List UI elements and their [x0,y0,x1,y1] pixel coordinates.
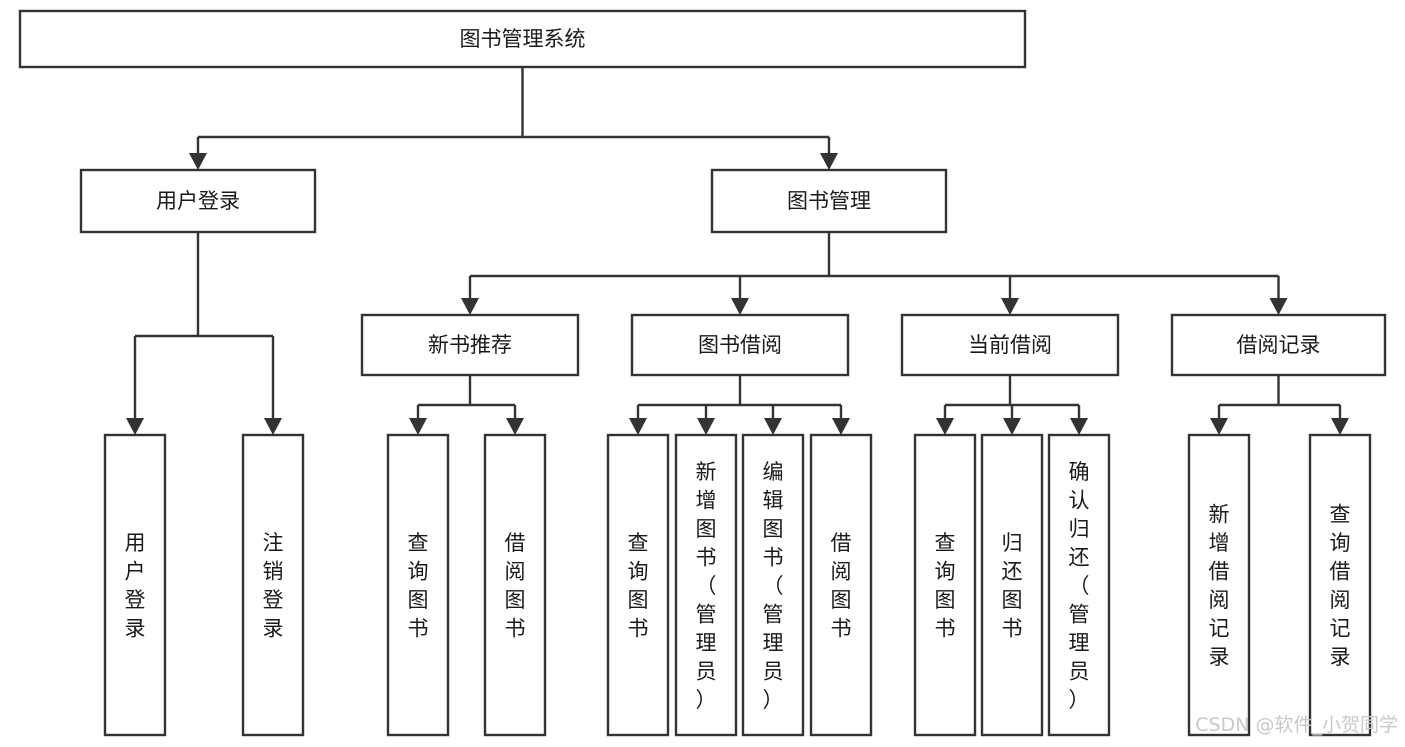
edge-group-borrow-record [1210,375,1349,435]
arrow-head-icon [731,298,749,315]
node-label-leaf-query-borrow-record: 查询借阅记录 [1330,503,1351,670]
node-box-root[interactable] [18,9,1027,69]
node-label-leaf-add-borrow-record: 新增借阅记录 [1209,503,1230,670]
node-leaf-return-book[interactable]: 归还图书 [980,433,1044,737]
arrow-head-icon [189,153,207,170]
node-box-leaf-query-book-borrow[interactable] [606,433,670,737]
arrow-head-icon [832,418,850,435]
node-label-root: 图书管理系统 [460,27,586,51]
node-box-leaf-edit-book-admin[interactable] [741,433,805,737]
node-box-user-login[interactable] [79,168,317,234]
node-box-leaf-borrow-book-rec[interactable] [483,433,547,737]
node-box-leaf-user-login[interactable] [103,433,167,737]
arrow-head-icon [1269,298,1288,315]
node-box-leaf-query-book-current[interactable] [913,433,977,737]
node-layer: 图书管理系统用户登录图书管理新书推荐图书借阅当前借阅借阅记录用户登录注销登录查询… [18,9,1387,737]
node-label-leaf-query-book-current: 查询图书 [935,531,956,641]
arrow-head-icon [264,418,282,435]
node-label-leaf-query-book-rec: 查询图书 [408,531,429,641]
arrow-head-icon [764,418,782,435]
arrow-head-icon [409,418,427,435]
node-label-leaf-return-book: 归还图书 [1002,531,1023,641]
node-leaf-query-book-rec[interactable]: 查询图书 [386,433,450,737]
node-leaf-add-book-admin[interactable]: 新增图书（管理员） [674,433,738,737]
arrow-head-icon [506,418,524,435]
node-new-book-recommend[interactable]: 新书推荐 [360,313,580,377]
node-label-book-manage: 图书管理 [787,189,871,213]
arrow-head-icon [1070,418,1088,435]
node-box-leaf-borrow-book[interactable] [809,433,873,737]
node-label-leaf-user-logout: 注销登录 [263,531,284,641]
arrow-head-icon [1001,298,1019,315]
arrow-head-icon [461,298,479,315]
csdn-watermark: CSDN @软件_小贺同学 [1195,714,1398,736]
node-leaf-user-login[interactable]: 用户登录 [103,433,167,737]
node-leaf-borrow-book[interactable]: 借阅图书 [809,433,873,737]
node-leaf-query-book-current[interactable]: 查询图书 [913,433,977,737]
node-leaf-query-book-borrow[interactable]: 查询图书 [606,433,670,737]
node-box-book-manage[interactable] [710,168,948,234]
node-book-manage[interactable]: 图书管理 [710,168,948,234]
arrow-head-icon [126,418,144,435]
node-box-new-book-recommend[interactable] [360,313,580,377]
arrow-head-icon [820,153,838,170]
node-label-leaf-user-login: 用户登录 [125,531,146,641]
node-label-new-book-recommend: 新书推荐 [428,333,512,357]
node-user-login[interactable]: 用户登录 [79,168,317,234]
node-label-book-borrow: 图书借阅 [698,333,782,357]
node-box-leaf-add-borrow-record[interactable] [1187,433,1251,737]
arrow-head-icon [1210,418,1228,435]
node-leaf-confirm-return-admin[interactable]: 确认归还（管理员） [1047,433,1111,737]
node-label-current-borrow: 当前借阅 [968,333,1052,357]
arrow-head-icon [1331,418,1349,435]
edge-group-root [189,67,838,170]
node-label-leaf-edit-book-admin: 编辑图书（管理员） [763,460,784,712]
node-box-leaf-add-book-admin[interactable] [674,433,738,737]
node-label-user-login: 用户登录 [156,189,240,213]
arrow-head-icon [1003,418,1021,435]
node-label-borrow-record: 借阅记录 [1237,333,1321,357]
node-box-leaf-query-book-rec[interactable] [386,433,450,737]
node-book-borrow[interactable]: 图书借阅 [630,313,850,377]
arrow-head-icon [697,418,715,435]
node-box-leaf-query-borrow-record[interactable] [1308,433,1372,737]
node-box-leaf-return-book[interactable] [980,433,1044,737]
node-box-borrow-record[interactable] [1170,313,1387,377]
connector-layer [126,67,1349,435]
node-label-leaf-confirm-return-admin: 确认归还（管理员） [1069,460,1090,712]
arrow-head-icon [936,418,954,435]
edge-group-new-book-recommend [409,375,524,435]
edge-group-user-login [126,232,282,435]
node-root[interactable]: 图书管理系统 [18,9,1027,69]
node-leaf-add-borrow-record[interactable]: 新增借阅记录 [1187,433,1251,737]
node-current-borrow[interactable]: 当前借阅 [900,313,1120,377]
node-leaf-query-borrow-record[interactable]: 查询借阅记录 [1308,433,1372,737]
edge-group-book-manage [461,232,1288,315]
node-leaf-edit-book-admin[interactable]: 编辑图书（管理员） [741,433,805,737]
node-label-leaf-add-book-admin: 新增图书（管理员） [696,460,717,712]
edge-group-book-borrow [629,375,850,435]
node-label-leaf-borrow-book: 借阅图书 [831,531,852,641]
node-box-leaf-confirm-return-admin[interactable] [1047,433,1111,737]
node-leaf-borrow-book-rec[interactable]: 借阅图书 [483,433,547,737]
node-leaf-user-logout[interactable]: 注销登录 [241,433,305,737]
node-borrow-record[interactable]: 借阅记录 [1170,313,1387,377]
node-label-leaf-query-book-borrow: 查询图书 [628,531,649,641]
arrow-head-icon [629,418,647,435]
edge-group-current-borrow [936,375,1088,435]
node-box-current-borrow[interactable] [900,313,1120,377]
node-label-leaf-borrow-book-rec: 借阅图书 [505,531,526,641]
node-box-book-borrow[interactable] [630,313,850,377]
node-box-leaf-user-logout[interactable] [241,433,305,737]
